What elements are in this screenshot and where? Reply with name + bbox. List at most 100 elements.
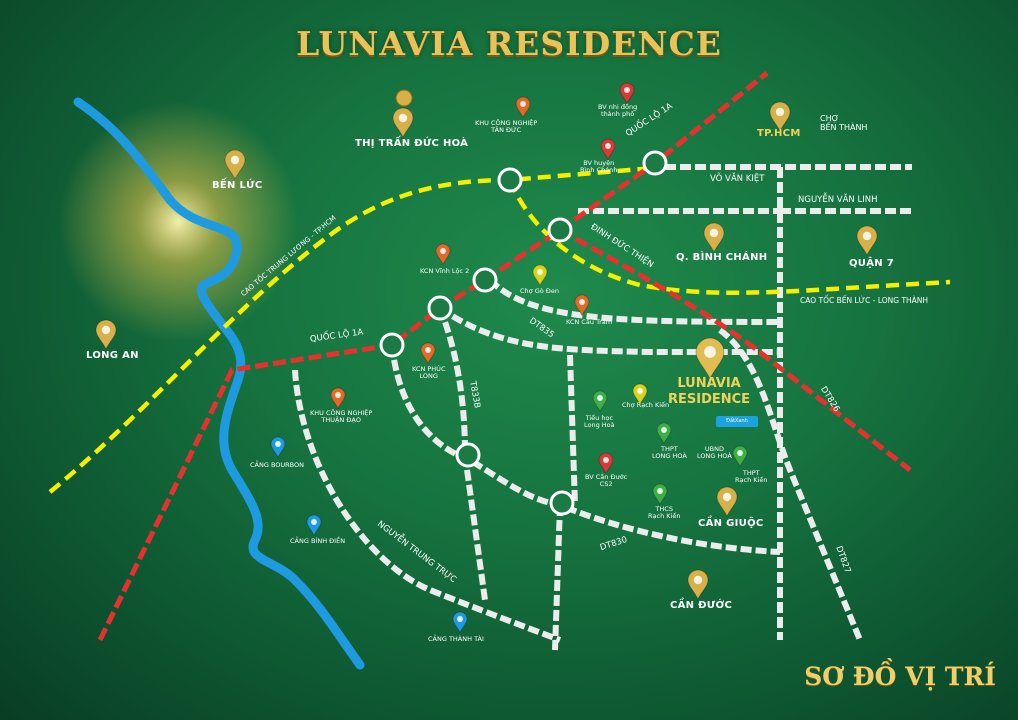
pin-icon: [619, 82, 635, 105]
footer-title: SƠ ĐỒ VỊ TRÍ: [804, 662, 996, 691]
pin-icon: [703, 222, 725, 254]
poi-tieu-hoc: Tiểu học Long Hoà: [584, 414, 615, 430]
pin-dot: [520, 101, 526, 107]
area-long-an: LONG AN: [86, 350, 139, 361]
road-inner-1: [567, 354, 578, 506]
pin-icon: [716, 486, 738, 518]
road-label-vo-van-kiet: VÕ VĂN KIỆT: [710, 174, 765, 184]
poi-kcn-cau-tram: KCN Cầu Tràm: [566, 318, 613, 326]
pin-dot: [737, 450, 743, 456]
pin-dot: [693, 575, 703, 585]
pin-dot: [597, 395, 603, 401]
highway-dinh-duc-thien: [558, 227, 912, 472]
pin-dot: [335, 392, 341, 398]
poi-bv-nhi-dong: BV nhi đồng thành phố: [598, 103, 638, 119]
junction: [549, 490, 575, 516]
river: [73, 97, 365, 670]
poi-thpt-long-hoa: THPT LONG HOÀ: [652, 445, 687, 461]
junction: [642, 150, 668, 176]
pin-dot: [579, 299, 585, 305]
poi-kcn-tan-duc: KHU CÔNG NGHIỆP TÂN ĐỨC: [475, 119, 538, 135]
road-dinh-duc-thien-2: [487, 277, 781, 325]
pin-icon: [270, 436, 286, 459]
pin-dot: [398, 113, 408, 123]
road-label-cao-toc-ben-luc: CAO TỐC BẾN LỨC - LONG THÀNH: [800, 296, 929, 305]
poi-cho-go-den: Chợ Gò Đen: [520, 287, 559, 295]
pin-icon: [856, 225, 878, 257]
pin-dot: [425, 347, 431, 353]
pin-icon: [592, 390, 608, 413]
project-line-2: RESIDENCE: [668, 391, 751, 407]
developer-logo: ĐấtXanh: [716, 416, 758, 427]
highway-ql1a: [97, 71, 769, 642]
project-line-1: LUNAVIA: [677, 376, 741, 391]
pin-icon: [420, 342, 436, 365]
expressways: [48, 164, 951, 494]
poi-thcs: THCS Rạch Kiến: [648, 505, 681, 521]
pin-dot: [624, 87, 630, 93]
road-dt835: [438, 305, 780, 355]
pin-dot: [661, 427, 667, 433]
road-label-nguyen-van-linh: NGUYỄN VĂN LINH: [798, 195, 878, 205]
pin-dot: [603, 457, 609, 463]
pin-icon: [656, 422, 672, 445]
pin-icon: [95, 319, 117, 351]
pin-dot: [537, 269, 543, 275]
junctions: [379, 150, 668, 516]
pin-icon: [515, 96, 531, 119]
poi-cang-thanh-tai: CẢNG THÀNH TÀI: [428, 635, 484, 643]
pin-dot: [457, 616, 463, 622]
pin-dot: [605, 143, 611, 149]
pin-icon: [695, 337, 725, 380]
local-roads: [292, 164, 912, 651]
pin-dot: [440, 248, 446, 254]
junction: [497, 167, 523, 193]
junction: [455, 442, 481, 468]
pin-icon: [224, 149, 246, 181]
pin-dot: [862, 231, 872, 241]
pin-dot: [101, 325, 111, 335]
poi-thpt-rach-kien: THPT Rạch Kiến: [735, 469, 768, 485]
pin-icon: [330, 387, 346, 410]
pin-dot: [311, 519, 317, 525]
pin-icon: [306, 514, 322, 537]
area-can-duoc: CẦN ĐƯỚC: [670, 600, 733, 611]
area-cho-ben-thanh: CHỢ BẾN THÀNH: [820, 114, 868, 133]
junction: [472, 267, 498, 293]
poi-bv-can-duoc: BV Cần Đước CS2: [585, 473, 628, 489]
pin-dot: [637, 388, 643, 394]
pin-icon: [732, 445, 748, 468]
poi-cang-bourbon: CẢNG BOURBON: [250, 461, 305, 469]
pin-icon: [392, 107, 414, 139]
pin-dot: [275, 441, 281, 447]
poi-kcn-vinh-loc: KCN Vĩnh Lộc 2: [420, 267, 470, 275]
pin-icon: [532, 264, 548, 287]
pin-icon: [435, 243, 451, 266]
pin-dot: [657, 488, 663, 494]
area-binh-chanh: Q. BÌNH CHÁNH: [676, 252, 768, 263]
road-dt830: [552, 504, 563, 651]
area-duc-hoa: THỊ TRẤN ĐỨC HOÀ: [355, 138, 469, 149]
pin-dot: [704, 346, 716, 358]
pin-icon: [598, 452, 614, 475]
pin-icon: [632, 383, 648, 406]
poi-cang-binh-dien: CẢNG BÌNH ĐIỀN: [290, 537, 346, 545]
area-tphcm: TP.HCM: [757, 128, 801, 139]
pin-icon: [574, 294, 590, 317]
poi-bv-binh-chanh: BV huyện Bình Chánh: [580, 159, 618, 175]
pin-dot: [709, 228, 719, 238]
expressway-ben-luc: [507, 179, 951, 295]
junction: [427, 295, 453, 321]
poi-kcn-thuan-dao: KHU CÔNG NGHIỆP THUẬN ĐẠO: [310, 409, 373, 425]
road-ql-branch: [389, 344, 781, 555]
pin-icon: [600, 138, 616, 161]
area-can-giuoc: CẦN GIUỘC: [698, 518, 764, 529]
highways: [97, 71, 912, 642]
pin-icon: [687, 569, 709, 601]
page-title: LUNAVIA RESIDENCE: [296, 24, 722, 63]
pin-dot: [722, 492, 732, 502]
pin-dot: [230, 155, 240, 165]
junction: [379, 332, 405, 358]
